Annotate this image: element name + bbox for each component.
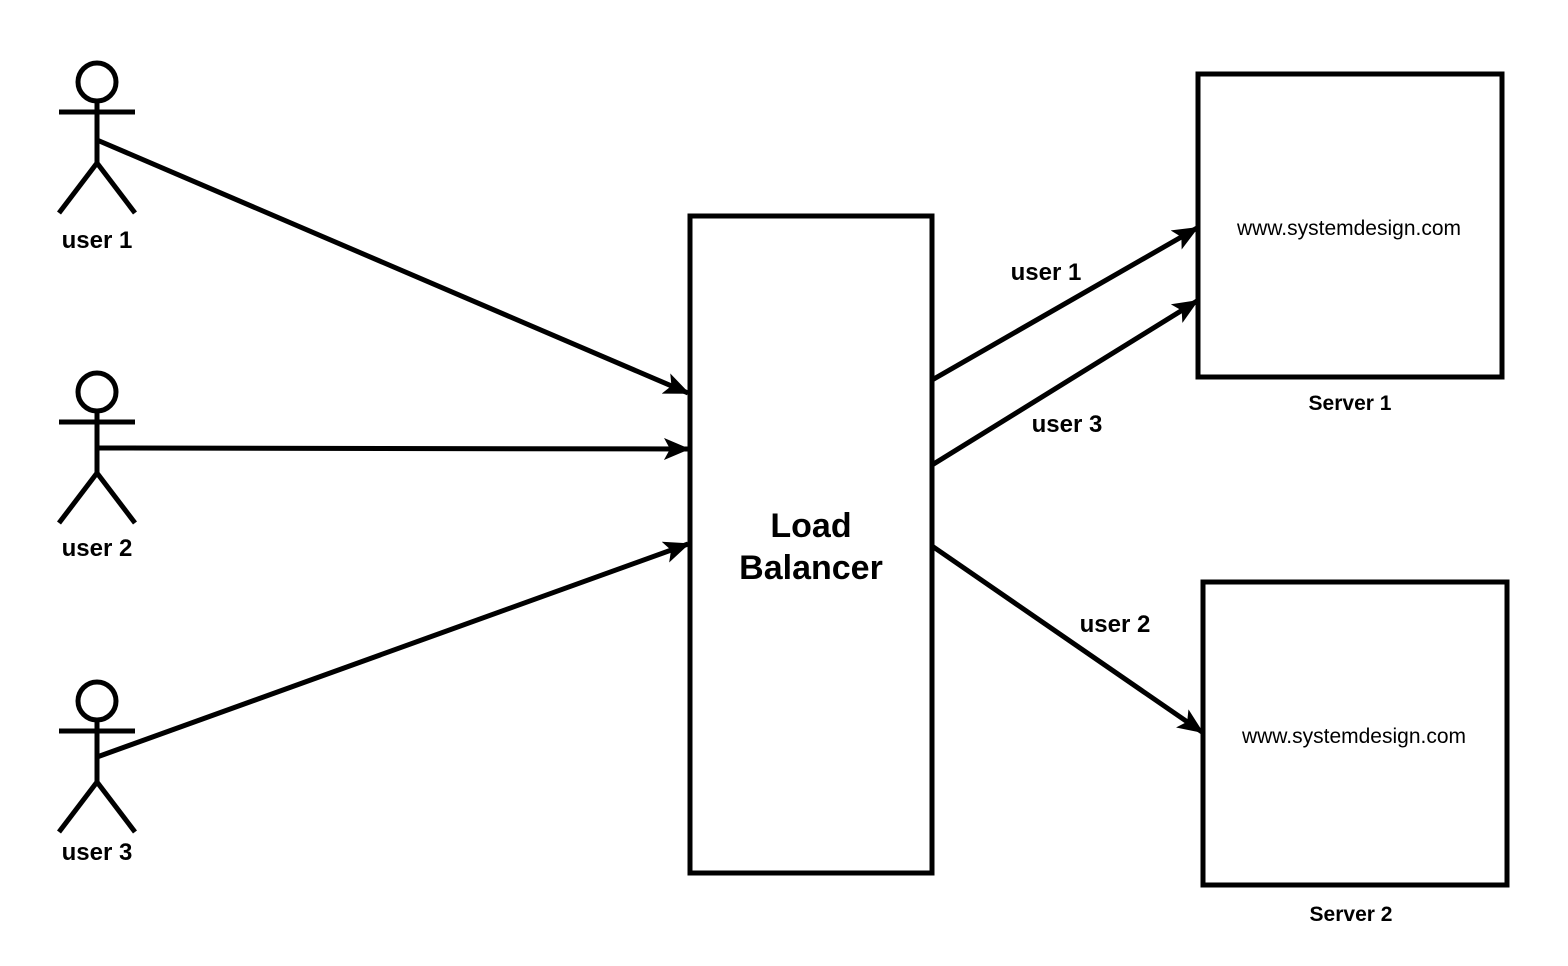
server-1-box <box>1195 71 1505 380</box>
actor-label-user-2: user 2 <box>62 535 133 562</box>
actor-head-icon <box>75 679 119 723</box>
server-2-caption: Server 2 <box>1310 903 1393 926</box>
arrow-user-3-to-load-balancer <box>96 541 690 760</box>
server-2-content: www.systemdesign.com <box>1241 725 1466 748</box>
arrow-load-balancer-to-server-2-user-2 <box>930 543 1204 735</box>
actor-label-user-3: user 3 <box>62 839 133 866</box>
arrow-load-balancer-to-server-1-user-1 <box>930 225 1199 383</box>
server-2-box <box>1200 579 1510 888</box>
actor-label-user-1: user 1 <box>62 227 133 254</box>
actor-user-2 <box>57 370 137 525</box>
server-1-content: www.systemdesign.com <box>1236 217 1461 240</box>
actor-user-3 <box>57 679 137 834</box>
route-label-user-2: user 2 <box>1080 611 1151 638</box>
arrow-load-balancer-to-server-1-user-3 <box>930 298 1199 468</box>
load-balancer-box <box>687 213 935 876</box>
load-balancer-label-line1: Load <box>770 507 851 545</box>
actor-user-1 <box>57 60 137 215</box>
server-1-caption: Server 1 <box>1309 392 1392 415</box>
arrow-user-1-to-load-balancer <box>96 137 690 396</box>
route-label-user-1: user 1 <box>1011 259 1082 286</box>
actor-head-icon <box>75 60 119 104</box>
load-balancer-label-line2: Balancer <box>739 549 883 587</box>
route-label-user-3: user 3 <box>1032 411 1103 438</box>
arrow-user-2-to-load-balancer <box>96 437 690 460</box>
actor-head-icon <box>75 370 119 414</box>
